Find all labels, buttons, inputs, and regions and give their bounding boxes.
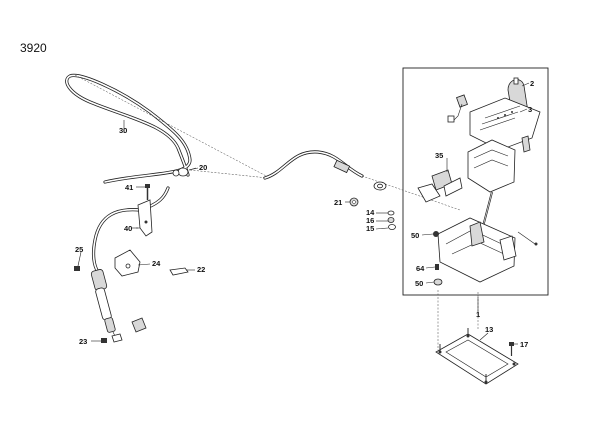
callout-17: 17: [520, 340, 528, 349]
clip-22: [169, 267, 189, 276]
callout-21: 21: [334, 198, 342, 207]
callout-2: 2: [530, 79, 534, 88]
callout-13: 13: [485, 325, 493, 334]
callout-22: 22: [197, 265, 205, 274]
callout-30: 30: [119, 126, 127, 135]
callout-14: 14: [366, 208, 375, 217]
base-plate-13: [435, 328, 519, 385]
callout-15: 15: [366, 224, 374, 233]
leader-lines: [77, 82, 530, 345]
shifter-base: [437, 217, 516, 283]
callout-40: 40: [124, 224, 132, 233]
callout-35: 35: [435, 151, 443, 160]
parts-14-16-15: [387, 210, 396, 230]
figure-number: 3920: [20, 41, 47, 55]
bolt-25: [74, 266, 80, 271]
callout-25: 25: [75, 245, 83, 254]
callout-labels: 2 3 35 30 20 41 40 25 24 22 23 21 14 16 …: [75, 79, 534, 349]
bracket-24: [114, 249, 141, 277]
callout-24: 24: [152, 259, 161, 268]
shift-cable-30: [65, 73, 461, 211]
callout-3: 3: [528, 105, 532, 114]
bolt-41: [145, 184, 150, 200]
nut-21: [349, 197, 359, 207]
bracket-40: [132, 199, 153, 237]
shifter-assembly-box: [402, 67, 549, 296]
callout-16: 16: [366, 216, 374, 225]
callout-64: 64: [416, 264, 425, 273]
callout-23: 23: [79, 337, 87, 346]
nut-23: [101, 317, 147, 343]
clip-20: [172, 167, 199, 177]
callout-50-lower: 50: [415, 279, 423, 288]
callout-41: 41: [125, 183, 133, 192]
callout-1: 1: [476, 310, 480, 319]
callout-50-upper: 50: [411, 231, 419, 240]
callout-20: 20: [199, 163, 207, 172]
bolt-17: [509, 342, 514, 356]
